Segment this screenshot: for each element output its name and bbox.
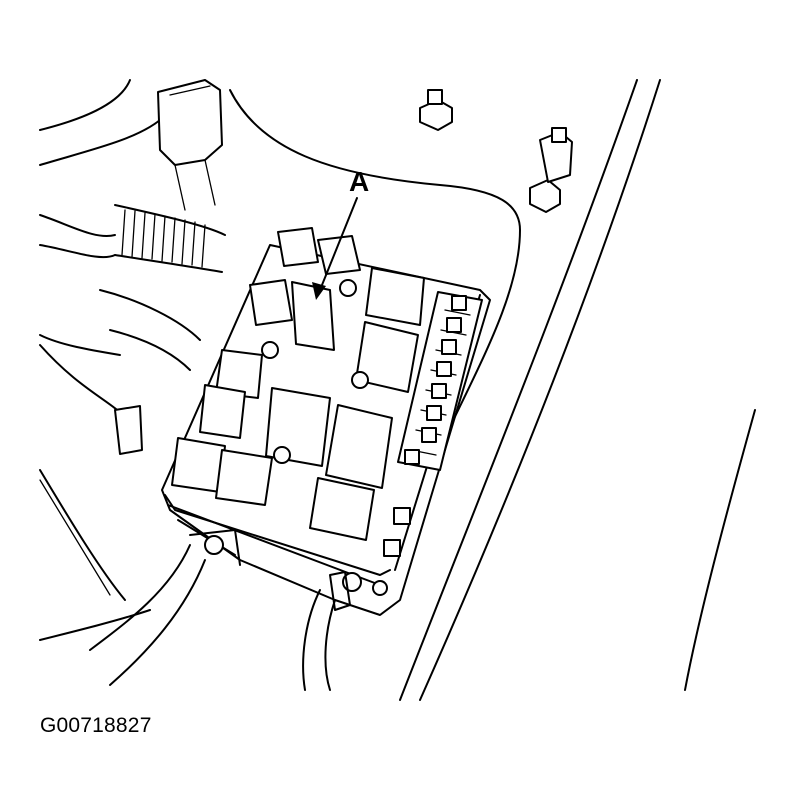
mounting-nuts xyxy=(419,89,573,213)
figure-id: G00718827 xyxy=(40,714,152,737)
body-panel-lines xyxy=(39,79,756,701)
fuse-strip xyxy=(397,291,483,471)
box-bolts xyxy=(204,279,411,596)
relays xyxy=(171,227,425,541)
callout-label-a: A xyxy=(349,166,370,197)
fuse-relay-box xyxy=(161,227,491,616)
top-connector xyxy=(157,79,223,211)
callout-leader xyxy=(312,197,358,300)
relay-a xyxy=(291,281,335,351)
wiring-harness xyxy=(39,204,226,455)
lower-cables xyxy=(89,544,336,691)
